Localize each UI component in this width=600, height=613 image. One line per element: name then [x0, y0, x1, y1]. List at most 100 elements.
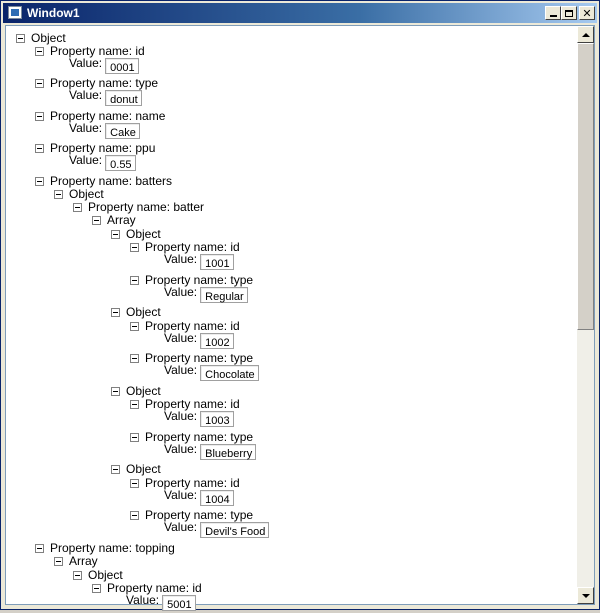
tree-view-container: Object Property name: id Value: 0001 Pro…	[5, 25, 595, 611]
scroll-down-button[interactable]	[577, 587, 594, 604]
tree-node-batter-object-1[interactable]: Object	[111, 226, 161, 242]
tree-node-property-type[interactable]: Property name: type	[35, 75, 158, 91]
tree-node-property-ppu[interactable]: Property name: ppu	[35, 140, 155, 156]
title-bar[interactable]: Window1 ✕	[3, 3, 597, 23]
value-field-ppu[interactable]: 0.55	[105, 155, 136, 171]
value-row-id: Value: 0001	[69, 53, 139, 74]
value-field-batter-2-id[interactable]: 1002	[200, 333, 234, 349]
close-button[interactable]: ✕	[579, 6, 595, 20]
value-field-batter-3-type[interactable]: Blueberry	[200, 444, 257, 460]
tree-node-property-batters[interactable]: Property name: batters	[35, 173, 172, 189]
maximize-button[interactable]	[561, 6, 577, 20]
collapse-minus-icon[interactable]	[130, 432, 139, 442]
node-label: Property name: topping	[50, 541, 175, 555]
scrollbar-thumb[interactable]	[577, 43, 594, 330]
value-label: Value:	[164, 285, 198, 299]
tree-node-topping-array[interactable]: Array	[54, 553, 98, 569]
collapse-minus-icon[interactable]	[35, 46, 44, 56]
collapse-minus-icon[interactable]	[35, 543, 44, 553]
value-field-name[interactable]: Cake	[105, 123, 140, 139]
collapse-minus-icon[interactable]	[111, 229, 120, 239]
collapse-minus-icon[interactable]	[35, 78, 44, 88]
tree-node-batter-object-3[interactable]: Object	[111, 383, 161, 399]
window-icon[interactable]	[8, 6, 22, 19]
tree-node-batter-4-type[interactable]: Property name: type	[130, 507, 253, 523]
tree-node-property-id[interactable]: Property name: id	[35, 43, 145, 59]
collapse-minus-icon[interactable]	[130, 510, 139, 520]
collapse-minus-icon[interactable]	[130, 321, 139, 331]
tree-node-batter-2-type[interactable]: Property name: type	[130, 350, 253, 366]
value-field-type[interactable]: donut	[105, 90, 142, 106]
value-label: Value:	[164, 363, 198, 377]
tree-node-batter-3-id[interactable]: Property name: id	[130, 396, 240, 412]
collapse-minus-icon[interactable]	[35, 143, 44, 153]
collapse-minus-icon[interactable]	[92, 583, 101, 593]
node-label: Array	[69, 554, 98, 568]
collapse-minus-icon[interactable]	[73, 202, 82, 212]
node-label: Property name: name	[50, 109, 166, 123]
tree-node-root-object[interactable]: Object	[16, 30, 66, 46]
vertical-scrollbar[interactable]	[577, 26, 594, 604]
arrow-down-icon	[581, 593, 590, 598]
value-row-batter-3-id: Value: 1003	[164, 406, 234, 427]
tree-view[interactable]: Object Property name: id Value: 0001 Pro…	[6, 26, 576, 611]
value-field-topping-id[interactable]: 5001	[162, 595, 196, 611]
tree-node-batter-object-4[interactable]: Object	[111, 461, 161, 477]
tree-node-batter-3-type[interactable]: Property name: type	[130, 429, 253, 445]
collapse-minus-icon[interactable]	[130, 353, 139, 363]
node-label: Property name: id	[107, 581, 202, 595]
node-label: Array	[107, 213, 136, 227]
node-label: Property name: ppu	[50, 141, 156, 155]
tree-node-batters-object[interactable]: Object	[54, 186, 104, 202]
value-row-batter-2-type: Value: Chocolate	[164, 360, 259, 381]
node-label: Property name: type	[145, 273, 254, 287]
tree-node-property-batter[interactable]: Property name: batter	[73, 199, 204, 215]
collapse-minus-icon[interactable]	[130, 242, 139, 252]
node-label: Object	[126, 462, 161, 476]
collapse-minus-icon[interactable]	[111, 386, 120, 396]
tree-node-topping-id[interactable]: Property name: id	[92, 580, 202, 596]
minimize-button[interactable]	[545, 6, 561, 20]
collapse-minus-icon[interactable]	[54, 189, 63, 199]
node-label: Object	[126, 227, 161, 241]
collapse-minus-icon[interactable]	[111, 307, 120, 317]
close-icon: ✕	[582, 6, 592, 20]
collapse-minus-icon[interactable]	[130, 399, 139, 409]
value-field-batter-3-id[interactable]: 1003	[200, 411, 234, 427]
value-field-batter-1-id[interactable]: 1001	[200, 254, 234, 270]
collapse-minus-icon[interactable]	[92, 215, 101, 225]
value-field-batter-4-type[interactable]: Devil's Food	[200, 522, 270, 538]
node-label: Property name: batter	[88, 200, 205, 214]
tree-node-batter-2-id[interactable]: Property name: id	[130, 318, 240, 334]
collapse-minus-icon[interactable]	[130, 478, 139, 488]
value-row-ppu: Value: 0.55	[69, 150, 136, 171]
value-field-batter-2-type[interactable]: Chocolate	[200, 365, 259, 381]
tree-node-batter-4-id[interactable]: Property name: id	[130, 475, 240, 491]
collapse-minus-icon[interactable]	[73, 570, 82, 580]
value-field-batter-4-id[interactable]: 1004	[200, 490, 234, 506]
value-label: Value:	[164, 409, 198, 423]
tree-node-batter-1-id[interactable]: Property name: id	[130, 239, 240, 255]
value-label: Value:	[164, 520, 198, 534]
tree-node-property-topping[interactable]: Property name: topping	[35, 540, 175, 556]
collapse-minus-icon[interactable]	[111, 464, 120, 474]
tree-node-topping-object[interactable]: Object	[73, 567, 123, 583]
value-row-batter-1-id: Value: 1001	[164, 249, 234, 270]
tree-node-property-name[interactable]: Property name: name	[35, 108, 165, 124]
tree-node-batter-array[interactable]: Array	[92, 212, 136, 228]
value-field-batter-1-type[interactable]: Regular	[200, 287, 248, 303]
node-label: Property name: id	[145, 319, 240, 333]
collapse-minus-icon[interactable]	[54, 556, 63, 566]
collapse-minus-icon[interactable]	[130, 275, 139, 285]
collapse-minus-icon[interactable]	[35, 111, 44, 121]
collapse-minus-icon[interactable]	[16, 33, 25, 43]
scroll-up-button[interactable]	[577, 26, 594, 43]
tree-node-batter-object-2[interactable]: Object	[111, 304, 161, 320]
value-field-id[interactable]: 0001	[105, 58, 139, 74]
collapse-minus-icon[interactable]	[35, 176, 44, 186]
node-label: Object	[69, 187, 104, 201]
tree-node-batter-1-type[interactable]: Property name: type	[130, 272, 253, 288]
value-label: Value:	[69, 88, 103, 102]
value-row-type: Value: donut	[69, 85, 142, 106]
